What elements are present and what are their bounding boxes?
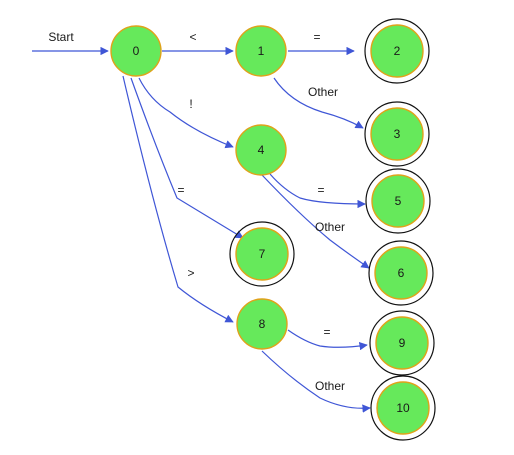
start-label: Start: [48, 30, 74, 44]
state-8: 8: [236, 298, 288, 350]
edge-label-4-5: =: [317, 183, 324, 197]
edge-label-0-8: >: [187, 266, 194, 280]
state-6: 6: [368, 240, 434, 306]
state-3: 3: [364, 101, 430, 167]
edge-0-8: [122, 75, 234, 323]
state-label: 1: [258, 44, 265, 58]
edge-label-1-3: Other: [308, 85, 338, 99]
state-label: 10: [396, 401, 410, 415]
edge-4-5: [269, 173, 366, 209]
state-label: 4: [258, 143, 265, 157]
edge-8-10: [261, 350, 371, 413]
state-label: 8: [259, 317, 266, 331]
edge-labels: Start < = Other ! = Other = > = Other: [48, 30, 345, 393]
state-4: 4: [235, 124, 287, 176]
edge-label-8-9: =: [323, 325, 330, 339]
state-7: 7: [229, 221, 295, 287]
edge-label-1-2: =: [313, 30, 320, 44]
nodes: 0 1 2 3 4 5 6: [110, 18, 436, 441]
edge-label-4-6: Other: [315, 220, 345, 234]
state-label: 9: [399, 336, 406, 350]
state-10: 10: [370, 375, 436, 441]
state-label: 5: [395, 194, 402, 208]
edges: [32, 46, 371, 413]
state-label: 3: [394, 127, 401, 141]
edge-1-3: [273, 77, 364, 129]
state-label: 2: [394, 44, 401, 58]
state-9: 9: [369, 310, 435, 376]
edge-label-8-10: Other: [315, 379, 345, 393]
edge-0-7: [130, 77, 244, 239]
state-5: 5: [365, 168, 431, 234]
state-0: 0: [110, 25, 162, 77]
state-1: 1: [235, 25, 287, 77]
state-2: 2: [364, 18, 430, 84]
edge-8-9: [287, 329, 368, 351]
edge-0-4: [138, 77, 234, 149]
state-label: 6: [398, 266, 405, 280]
edge-label-0-7: =: [177, 183, 184, 197]
state-label: 7: [259, 247, 266, 261]
edge-4-6: [261, 174, 370, 269]
edge-label-0-1: <: [189, 30, 196, 44]
state-label: 0: [133, 44, 140, 58]
edge-label-0-4: !: [189, 97, 192, 111]
